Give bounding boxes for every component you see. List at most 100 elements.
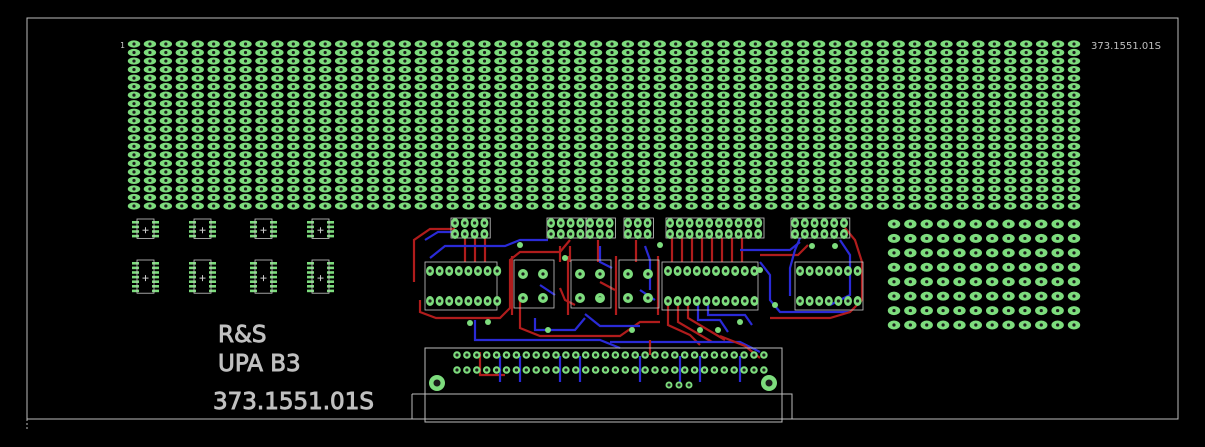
matrix-pad	[159, 142, 173, 150]
pad-matrix-main: 1	[120, 40, 1081, 210]
matrix-pad	[191, 142, 204, 150]
matrix-pad	[1051, 193, 1065, 202]
matrix-pad	[207, 40, 220, 48]
matrix-pad	[908, 134, 921, 142]
matrix-pad	[303, 83, 316, 91]
matrix-pad	[749, 185, 762, 193]
matrix-pad	[860, 117, 874, 125]
matrix-pad	[733, 142, 746, 150]
matrix-pad	[366, 142, 380, 150]
matrix-pad	[733, 159, 746, 167]
matrix-pad	[1002, 306, 1015, 316]
matrix-pad	[669, 168, 682, 176]
matrix-pad	[1020, 202, 1033, 210]
matrix-pad	[812, 125, 826, 133]
connector-pin	[502, 351, 511, 359]
matrix-pad	[749, 125, 762, 133]
matrix-pad	[972, 151, 985, 159]
matrix-pad	[1051, 168, 1065, 176]
matrix-pad	[733, 91, 746, 99]
matrix-pad	[526, 65, 539, 74]
matrix-pad	[924, 65, 937, 74]
matrix-pad	[414, 159, 427, 167]
matrix-pad	[191, 151, 204, 159]
matrix-pad	[828, 48, 842, 57]
matrix-pad	[350, 91, 364, 99]
matrix-pad	[303, 40, 316, 48]
matrix-pad	[223, 125, 236, 133]
matrix-pad	[1020, 125, 1033, 133]
matrix-pad	[382, 151, 396, 159]
matrix-pad	[828, 185, 842, 193]
matrix-pad	[526, 108, 539, 116]
matrix-pad	[1067, 125, 1081, 133]
matrix-pad	[446, 91, 459, 99]
matrix-pad	[334, 100, 348, 108]
matrix-pad	[366, 185, 380, 193]
matrix-pad	[223, 185, 236, 193]
matrix-pad	[573, 40, 587, 48]
matrix-pad	[589, 176, 603, 185]
matrix-pad	[526, 151, 539, 159]
header-pin	[451, 218, 459, 228]
matrix-pad	[127, 117, 141, 125]
matrix-pad	[844, 100, 858, 108]
matrix-pad	[478, 125, 491, 133]
matrix-pad	[860, 108, 874, 116]
matrix-pad	[175, 91, 188, 99]
matrix-pad	[207, 151, 220, 159]
matrix-pad	[462, 65, 475, 74]
matrix-pad	[936, 262, 950, 272]
component-outline	[661, 261, 759, 311]
matrix-pad	[892, 151, 905, 159]
matrix-pad	[175, 176, 188, 185]
matrix-pad	[844, 193, 858, 202]
matrix-pad	[844, 83, 858, 91]
matrix-pad	[988, 159, 1001, 167]
header-pin	[633, 218, 642, 228]
matrix-pad	[1067, 248, 1081, 258]
matrix-pad	[398, 48, 412, 57]
header-pin	[685, 229, 694, 239]
matrix-pad	[637, 74, 651, 82]
matrix-pad	[462, 142, 475, 150]
matrix-pad	[589, 48, 603, 57]
connector-pin	[502, 366, 511, 374]
matrix-pad	[366, 57, 380, 65]
matrix-pad	[462, 151, 475, 159]
matrix-pad	[446, 125, 459, 133]
matrix-pad	[685, 40, 698, 48]
matrix-pad	[653, 134, 666, 142]
dip-pin	[683, 296, 692, 306]
matrix-pad	[972, 193, 985, 202]
matrix-pad	[876, 83, 890, 91]
matrix-pad	[207, 48, 220, 57]
matrix-pad	[908, 142, 921, 150]
matrix-pad	[1051, 74, 1065, 82]
matrix-pad	[303, 100, 316, 108]
matrix-pad	[159, 168, 173, 176]
relay-pin	[595, 269, 605, 279]
matrix-pad	[143, 185, 157, 193]
matrix-pad	[940, 57, 953, 65]
matrix-pad	[1004, 134, 1017, 142]
matrix-pad	[621, 57, 635, 65]
relay-pin	[538, 293, 548, 303]
dip-pin	[702, 266, 711, 276]
matrix-pad	[542, 176, 555, 185]
matrix-pad	[953, 277, 966, 287]
matrix-pad	[717, 57, 730, 65]
matrix-pad	[892, 83, 905, 91]
matrix-pad	[860, 159, 874, 167]
matrix-pad	[557, 83, 571, 91]
matrix-pad	[573, 74, 587, 82]
matrix-pad	[936, 277, 950, 287]
dip-pin	[815, 296, 824, 306]
matrix-pad	[1004, 100, 1017, 108]
via	[809, 243, 815, 249]
matrix-pad	[334, 134, 348, 142]
matrix-pad	[573, 151, 587, 159]
matrix-pad	[1035, 320, 1048, 330]
matrix-pad	[1020, 74, 1033, 82]
header-pin	[643, 218, 652, 228]
